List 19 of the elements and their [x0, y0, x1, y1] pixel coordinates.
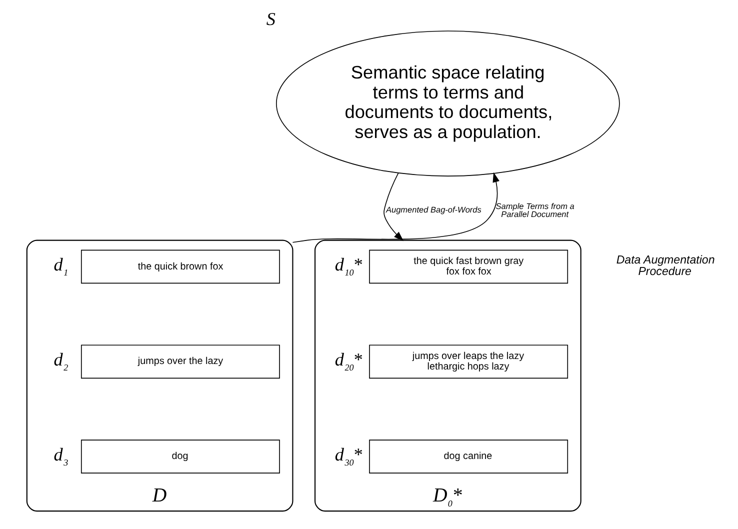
node-box: dog canine [368, 440, 568, 474]
node-label: S [266, 9, 275, 30]
node-box: dog [80, 440, 280, 474]
node-box: the quick fast brown gray fox fox fox [368, 250, 568, 284]
node-label: d$_{2}$ [53, 349, 68, 372]
node-label: d$_{10}$* [334, 254, 362, 278]
node-box: jumps over leaps the lazy lethargic hops lazy [368, 344, 568, 379]
arrow [292, 172, 499, 243]
label: Data Augmentation Procedure [616, 254, 714, 278]
node-box: jumps over the lazy [80, 344, 280, 379]
arrow [383, 172, 404, 242]
edge-label: Augmented Bag-of-Words [386, 206, 481, 215]
node-label: d$_{20}$* [334, 349, 362, 372]
node-label: d$_{3}$ [53, 444, 68, 468]
node-label: d$_{30}$* [334, 444, 362, 468]
node-box: the quick brown fox [80, 250, 280, 284]
node-ellipse: Semantic space relating terms to terms and documents to documents, serves as a population. [275, 30, 620, 176]
node-label: d$_{1}$ [53, 254, 68, 278]
edge-label: Sample Terms from a Parallel Document [495, 202, 574, 220]
